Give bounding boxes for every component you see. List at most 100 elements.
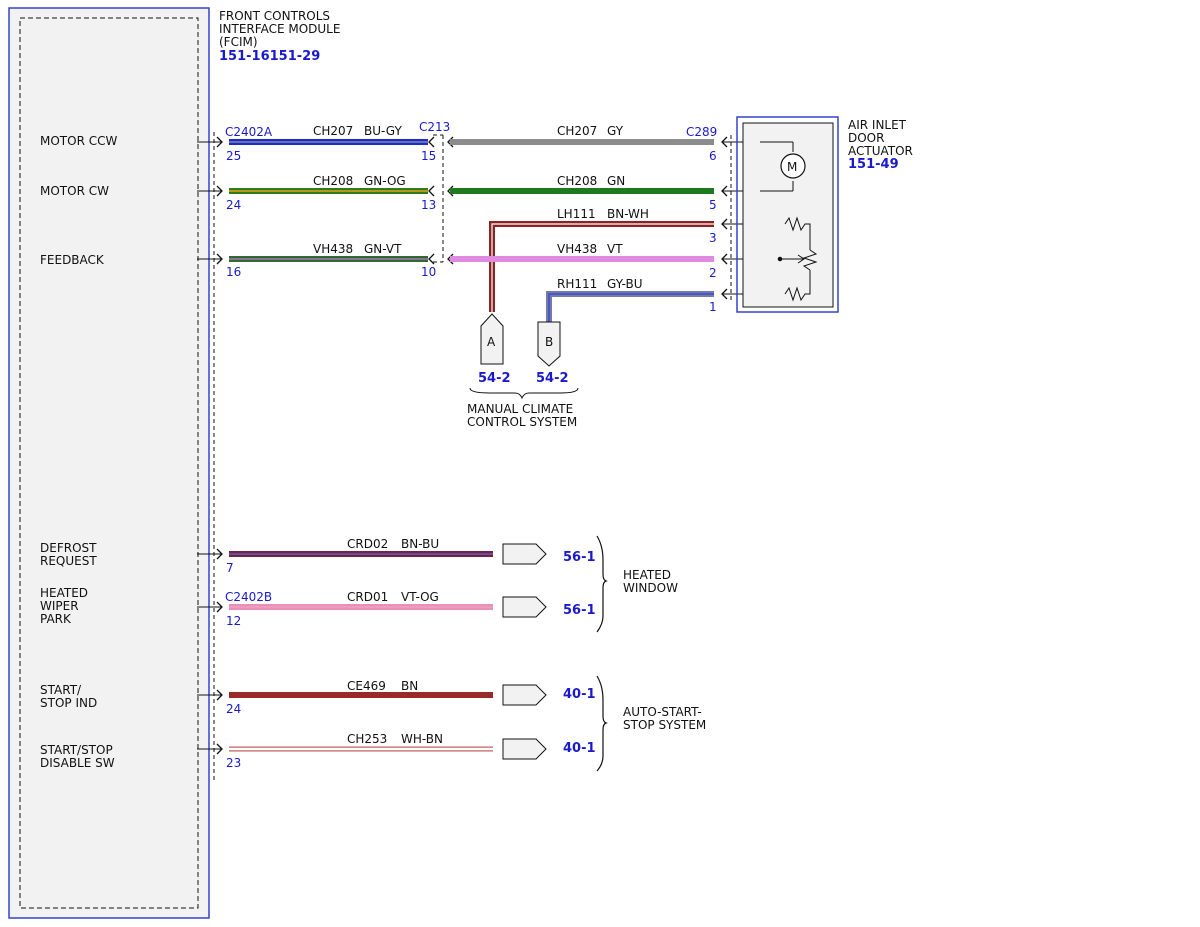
pin-1: 1 <box>709 300 717 314</box>
actuator-page-ref-link[interactable]: 151-49 <box>848 157 899 172</box>
svg-text:START/: START/ <box>40 683 82 697</box>
potentiometer-symbol <box>777 216 818 302</box>
wire-lh111-color: BN-WH <box>607 207 649 221</box>
heated-window-brace <box>596 535 608 633</box>
pin-3: 3 <box>709 231 717 245</box>
connector-c289-label: C289 <box>686 125 717 139</box>
wire-rh111-circuit: RH111 <box>557 277 597 291</box>
wire-ch207-left-color: BU-GY <box>364 124 402 138</box>
wire-ch207-gy <box>447 136 760 148</box>
wire-lh111-circuit: LH111 <box>557 207 596 221</box>
wire-ch208-right-color: GN <box>607 174 625 188</box>
manual-climate-label: MANUAL CLIMATE CONTROL SYSTEM <box>467 402 577 429</box>
pin-13: 13 <box>421 198 436 212</box>
pin-15: 15 <box>421 149 436 163</box>
signal-start-stop-disable-sw: START/STOP DISABLE SW <box>40 743 115 770</box>
wire-ch208-gn <box>447 185 760 197</box>
fcim-title: FRONT CONTROLS INTERFACE MODULE (FCIM) 1… <box>219 9 340 64</box>
wire-ch208-gn-og <box>197 185 435 197</box>
pin-5: 5 <box>709 198 717 212</box>
crd01-page-ref-link[interactable]: 56-1 <box>563 603 596 618</box>
signal-start-stop-ind: START/ STOP IND <box>40 683 97 710</box>
wire-vh438-gn-vt <box>197 253 435 265</box>
wire-rh111-color: GY-BU <box>607 277 643 291</box>
ce469-page-ref-link[interactable]: 40-1 <box>563 687 596 702</box>
svg-text:CONTROL SYSTEM: CONTROL SYSTEM <box>467 415 577 429</box>
svg-text:PARK: PARK <box>40 612 72 626</box>
svg-text:FRONT CONTROLS: FRONT CONTROLS <box>219 9 330 23</box>
connector-c2402b-label: C2402B <box>225 590 272 604</box>
ch253-page-ref-link[interactable]: 40-1 <box>563 741 596 756</box>
offpage-connector-a: A <box>480 313 504 365</box>
pin-24-ce469: 24 <box>226 702 241 716</box>
svg-text:ACTUATOR: ACTUATOR <box>848 144 913 158</box>
wire-crd01-circuit: CRD01 <box>347 590 388 604</box>
svg-text:B: B <box>545 335 553 349</box>
svg-text:AUTO-START-: AUTO-START- <box>623 705 702 719</box>
signal-heated-wiper-park: HEATED WIPER PARK <box>40 586 88 626</box>
svg-text:(FCIM): (FCIM) <box>219 35 258 49</box>
actuator-title: AIR INLET DOOR ACTUATOR 151-49 <box>848 118 913 172</box>
wire-ch253-color: WH-BN <box>401 732 443 746</box>
offpage-connector-b: B <box>537 321 561 367</box>
svg-text:HEATED: HEATED <box>623 568 671 582</box>
fcim-page-ref-link[interactable]: 151-16151-29 <box>219 49 320 64</box>
connector-c213-label: C213 <box>419 120 450 134</box>
svg-text:DISABLE SW: DISABLE SW <box>40 756 115 770</box>
offpage-a-ref-link[interactable]: 54-2 <box>478 371 511 386</box>
svg-text:MANUAL CLIMATE: MANUAL CLIMATE <box>467 402 573 416</box>
pin-23: 23 <box>226 756 241 770</box>
signal-feedback: FEEDBACK <box>40 253 105 267</box>
wire-ch207-bu-gy <box>197 136 435 148</box>
svg-text:WIPER: WIPER <box>40 599 79 613</box>
wire-ce469-color: BN <box>401 679 418 693</box>
svg-text:WINDOW: WINDOW <box>623 581 678 595</box>
pin-10: 10 <box>421 265 436 279</box>
wire-crd01-color: VT-OG <box>401 590 439 604</box>
svg-text:REQUEST: REQUEST <box>40 554 97 568</box>
wire-vh438-left-color: GN-VT <box>364 242 402 256</box>
wire-ch253-circuit: CH253 <box>347 732 387 746</box>
wire-crd02-color: BN-BU <box>401 537 439 551</box>
wire-ch207-right-color: GY <box>607 124 624 138</box>
pin-12: 12 <box>226 614 241 628</box>
pin-2: 2 <box>709 266 717 280</box>
svg-text:M: M <box>787 160 797 174</box>
svg-text:A: A <box>487 335 496 349</box>
wire-crd02-bn-bu <box>197 543 547 565</box>
offpage-b-ref-link[interactable]: 54-2 <box>536 371 569 386</box>
pin-25: 25 <box>226 149 241 163</box>
signal-defrost-request: DEFROST REQUEST <box>40 541 97 568</box>
crd02-page-ref-link[interactable]: 56-1 <box>563 550 596 565</box>
pin-6: 6 <box>709 149 717 163</box>
pin-16: 16 <box>226 265 241 279</box>
connector-c213-boundary <box>433 134 444 263</box>
fcim-module <box>8 7 210 919</box>
wire-vh438-right-circuit: VH438 <box>557 242 597 256</box>
wire-lh111-bn-wh <box>489 218 785 312</box>
air-inlet-actuator <box>736 116 839 313</box>
wire-ch208-left-circuit: CH208 <box>313 174 353 188</box>
svg-text:STOP IND: STOP IND <box>40 696 97 710</box>
auto-start-stop-brace <box>596 675 608 772</box>
wire-ch207-right-circuit: CH207 <box>557 124 597 138</box>
svg-text:DOOR: DOOR <box>848 131 884 145</box>
signal-motor-ccw: MOTOR CCW <box>40 134 117 148</box>
wire-vh438-left-circuit: VH438 <box>313 242 353 256</box>
pin-7: 7 <box>226 561 234 575</box>
svg-text:INTERFACE MODULE: INTERFACE MODULE <box>219 22 340 36</box>
wire-ch207-left-circuit: CH207 <box>313 124 353 138</box>
svg-text:HEATED: HEATED <box>40 586 88 600</box>
connector-c2402a-label: C2402A <box>225 125 273 139</box>
wire-crd01-vt-og <box>197 596 547 618</box>
manual-climate-brace <box>469 387 579 400</box>
auto-start-stop-label: AUTO-START- STOP SYSTEM <box>623 705 706 732</box>
heated-window-label: HEATED WINDOW <box>623 568 678 595</box>
svg-text:STOP SYSTEM: STOP SYSTEM <box>623 718 706 732</box>
wire-ce469-bn <box>197 684 547 706</box>
wire-vh438-right-color: VT <box>607 242 623 256</box>
wire-ce469-circuit: CE469 <box>347 679 386 693</box>
signal-motor-cw: MOTOR CW <box>40 184 109 198</box>
svg-text:AIR INLET: AIR INLET <box>848 118 907 132</box>
